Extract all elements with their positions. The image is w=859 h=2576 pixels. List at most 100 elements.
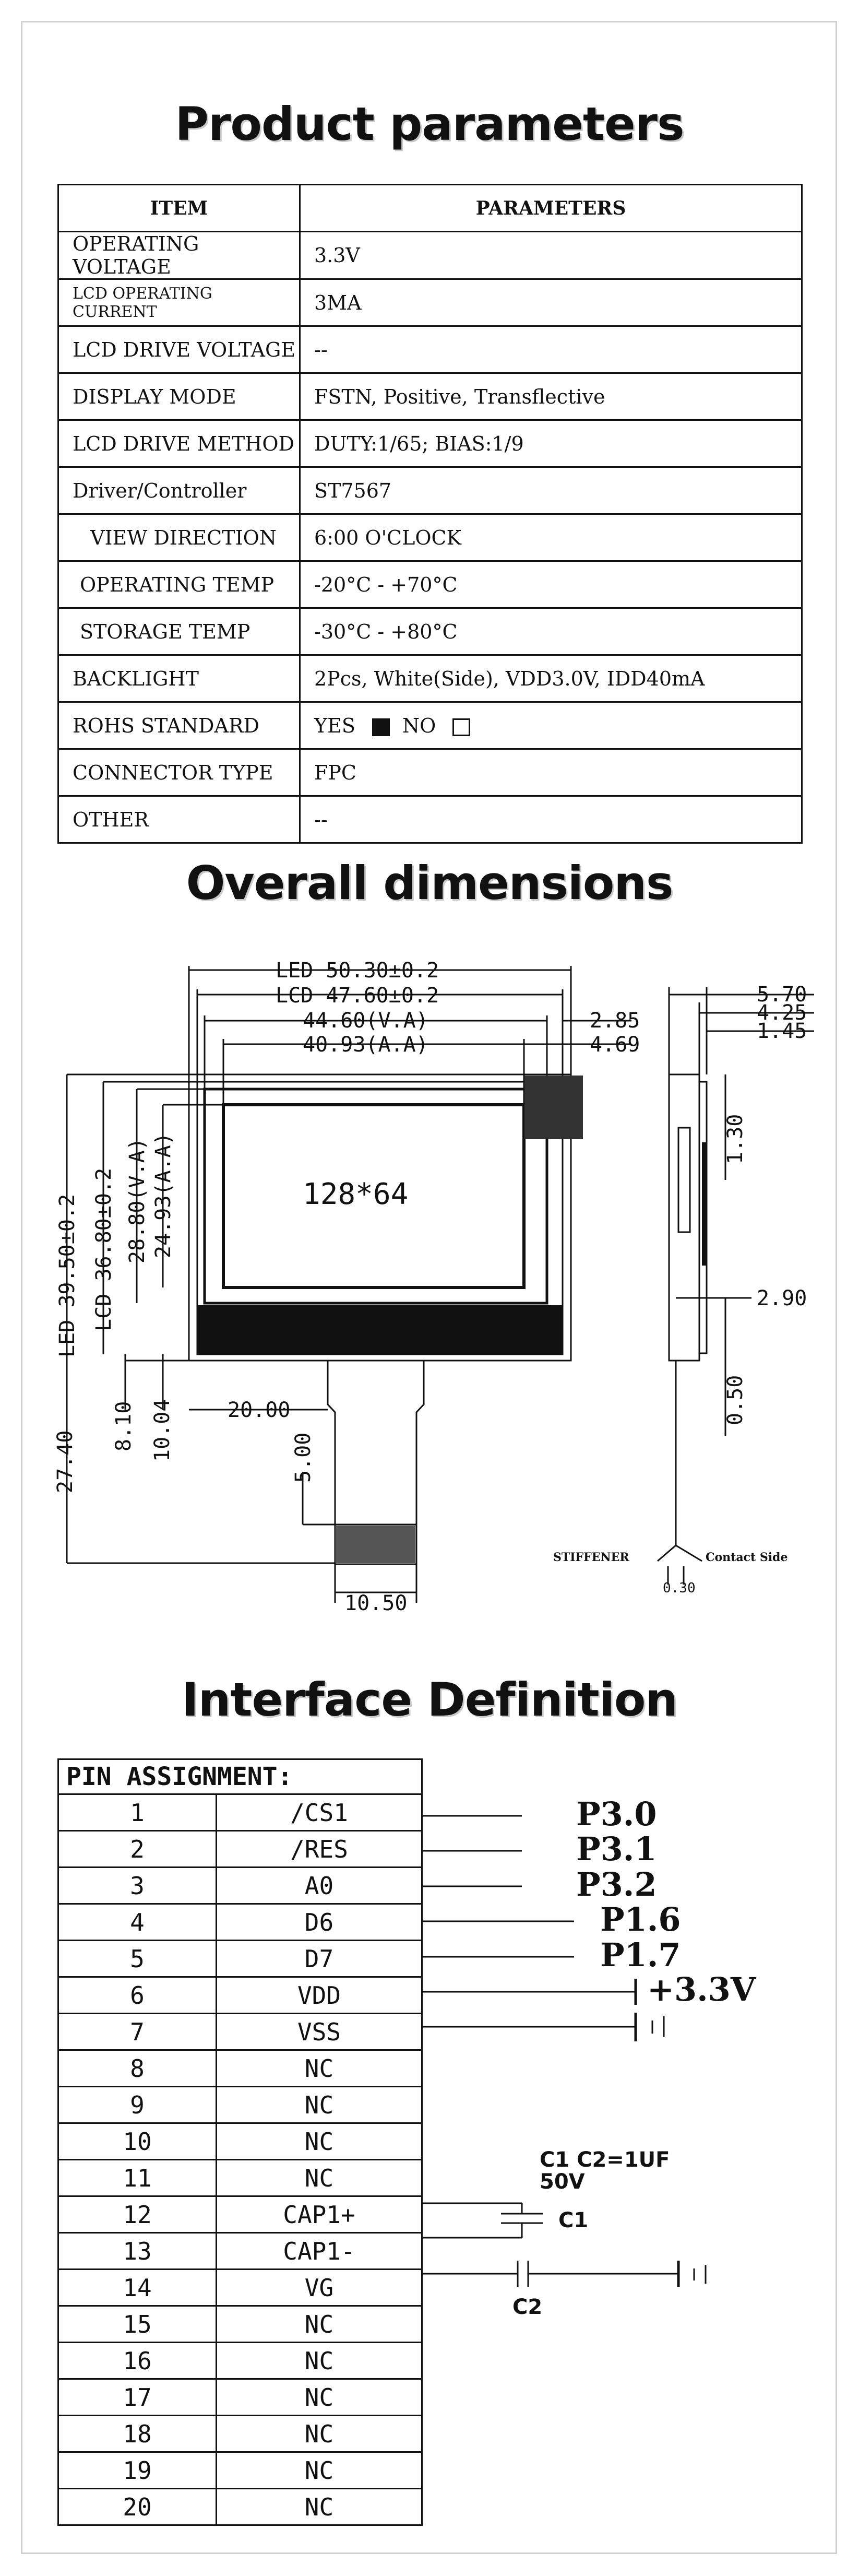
wire-p16: P1.6 xyxy=(600,1900,681,1939)
pin-number: 16 xyxy=(57,2342,217,2380)
dim-145: 1.45 xyxy=(757,1019,807,1043)
pin-number: 13 xyxy=(57,2232,217,2270)
pin-number: 6 xyxy=(57,1976,217,2014)
table-row: STORAGE TEMP-30°C - +80°C xyxy=(57,607,803,656)
pin-header: PIN ASSIGNMENT: xyxy=(57,1758,423,1795)
pin-name: D7 xyxy=(216,1940,423,1978)
pin-number: 12 xyxy=(57,2195,217,2234)
dim-030: 0.30 xyxy=(663,1580,696,1596)
cap-c2-label: C2 xyxy=(512,2295,542,2319)
param-item: DISPLAY MODE xyxy=(57,372,301,421)
pin-name: /RES xyxy=(216,1830,423,1868)
table-row: 2/RES xyxy=(57,1830,423,1868)
pin-name: NC xyxy=(216,2159,423,2197)
wire-p32: P3.2 xyxy=(576,1865,657,1904)
pin-number: 10 xyxy=(57,2122,217,2160)
param-value: -- xyxy=(299,795,803,844)
dim-lcd-height: LCD 36.80±0.2 xyxy=(92,1168,116,1331)
pin-number: 15 xyxy=(57,2305,217,2343)
unchecked-box-icon xyxy=(452,718,471,736)
pin-name: NC xyxy=(216,2451,423,2489)
param-value: ST7567 xyxy=(299,466,803,515)
pin-number: 7 xyxy=(57,2013,217,2051)
param-value: 6:00 O'CLOCK xyxy=(299,513,803,562)
pin-number: 8 xyxy=(57,2049,217,2087)
pin-number: 3 xyxy=(57,1866,217,1905)
param-item: BACKLIGHT xyxy=(57,654,301,703)
pin-name: VG xyxy=(216,2268,423,2307)
cap-note-1: C1 C2=1UF xyxy=(540,2148,670,2172)
resolution-label: 128*64 xyxy=(303,1177,408,1211)
param-item: LCD OPERATING CURRENT xyxy=(57,278,301,327)
cap-note-2: 50V xyxy=(540,2170,585,2194)
dim-285: 2.85 xyxy=(590,1009,640,1033)
param-value: -30°C - +80°C xyxy=(299,607,803,656)
param-item: OPERATING TEMP xyxy=(57,560,301,609)
dim-aa-width: 40.93(A.A) xyxy=(303,1033,428,1057)
wire-p17: P1.7 xyxy=(600,1936,681,1974)
pin-name: NC xyxy=(216,2415,423,2453)
pin-number: 20 xyxy=(57,2488,217,2526)
pin-number: 1 xyxy=(57,1793,217,1831)
pin-name: VDD xyxy=(216,1976,423,2014)
dim-1050: 10.50 xyxy=(344,1591,407,1615)
pin-name: D6 xyxy=(216,1903,423,1941)
param-value: -20°C - +70°C xyxy=(299,560,803,609)
pin-name: NC xyxy=(216,2086,423,2124)
dim-2740: 27.40 xyxy=(53,1431,77,1493)
param-item: STORAGE TEMP xyxy=(57,607,301,656)
dim-lcd-width: LCD 47.60±0.2 xyxy=(276,984,439,1008)
dim-aa-height: 24.93(A.A) xyxy=(151,1132,175,1258)
pin-number: 2 xyxy=(57,1830,217,1868)
rohs-no-label: NO xyxy=(402,714,436,737)
dims-title: Overall dimensions xyxy=(186,856,674,910)
param-item: VIEW DIRECTION xyxy=(57,513,301,562)
param-value: FSTN, Positive, Transflective xyxy=(299,372,803,421)
wiring-svg: P3.0 P3.1 P3.2 P1.6 P1.7 +3.3V C1 C2=1UF… xyxy=(423,1795,756,2319)
rohs-yes-label: YES xyxy=(314,714,355,737)
param-item: LCD DRIVE METHOD xyxy=(57,419,301,468)
param-value: -- xyxy=(299,325,803,374)
dim-500: 5.00 xyxy=(291,1433,315,1483)
pin-number: 14 xyxy=(57,2268,217,2307)
wire-p31: P3.1 xyxy=(576,1830,657,1868)
pin-number: 18 xyxy=(57,2415,217,2453)
pin-number: 17 xyxy=(57,2378,217,2416)
param-item: OPERATING VOLTAGE xyxy=(57,231,301,280)
pin-name: VSS xyxy=(216,2013,423,2051)
param-value: 3MA xyxy=(299,278,803,327)
param-item: CONNECTOR TYPE xyxy=(57,748,301,797)
pin-number: 4 xyxy=(57,1903,217,1941)
param-value: 2Pcs, White(Side), VDD3.0V, IDD40mA xyxy=(299,654,803,703)
table-row: LCD DRIVE VOLTAGE-- xyxy=(57,325,803,374)
param-item: OTHER xyxy=(57,795,301,844)
contact-side-label: Contact Side xyxy=(706,1551,788,1564)
dim-130: 1.30 xyxy=(723,1114,747,1164)
checked-box-icon xyxy=(372,718,390,736)
dim-led-height: LED 39.50±0.2 xyxy=(55,1194,79,1357)
page-frame xyxy=(21,21,837,2554)
params-title: Product parameters xyxy=(175,97,685,151)
pin-name: CAP1- xyxy=(216,2232,423,2270)
pin-number: 11 xyxy=(57,2159,217,2197)
interface-title: Interface Definition xyxy=(181,1673,678,1727)
